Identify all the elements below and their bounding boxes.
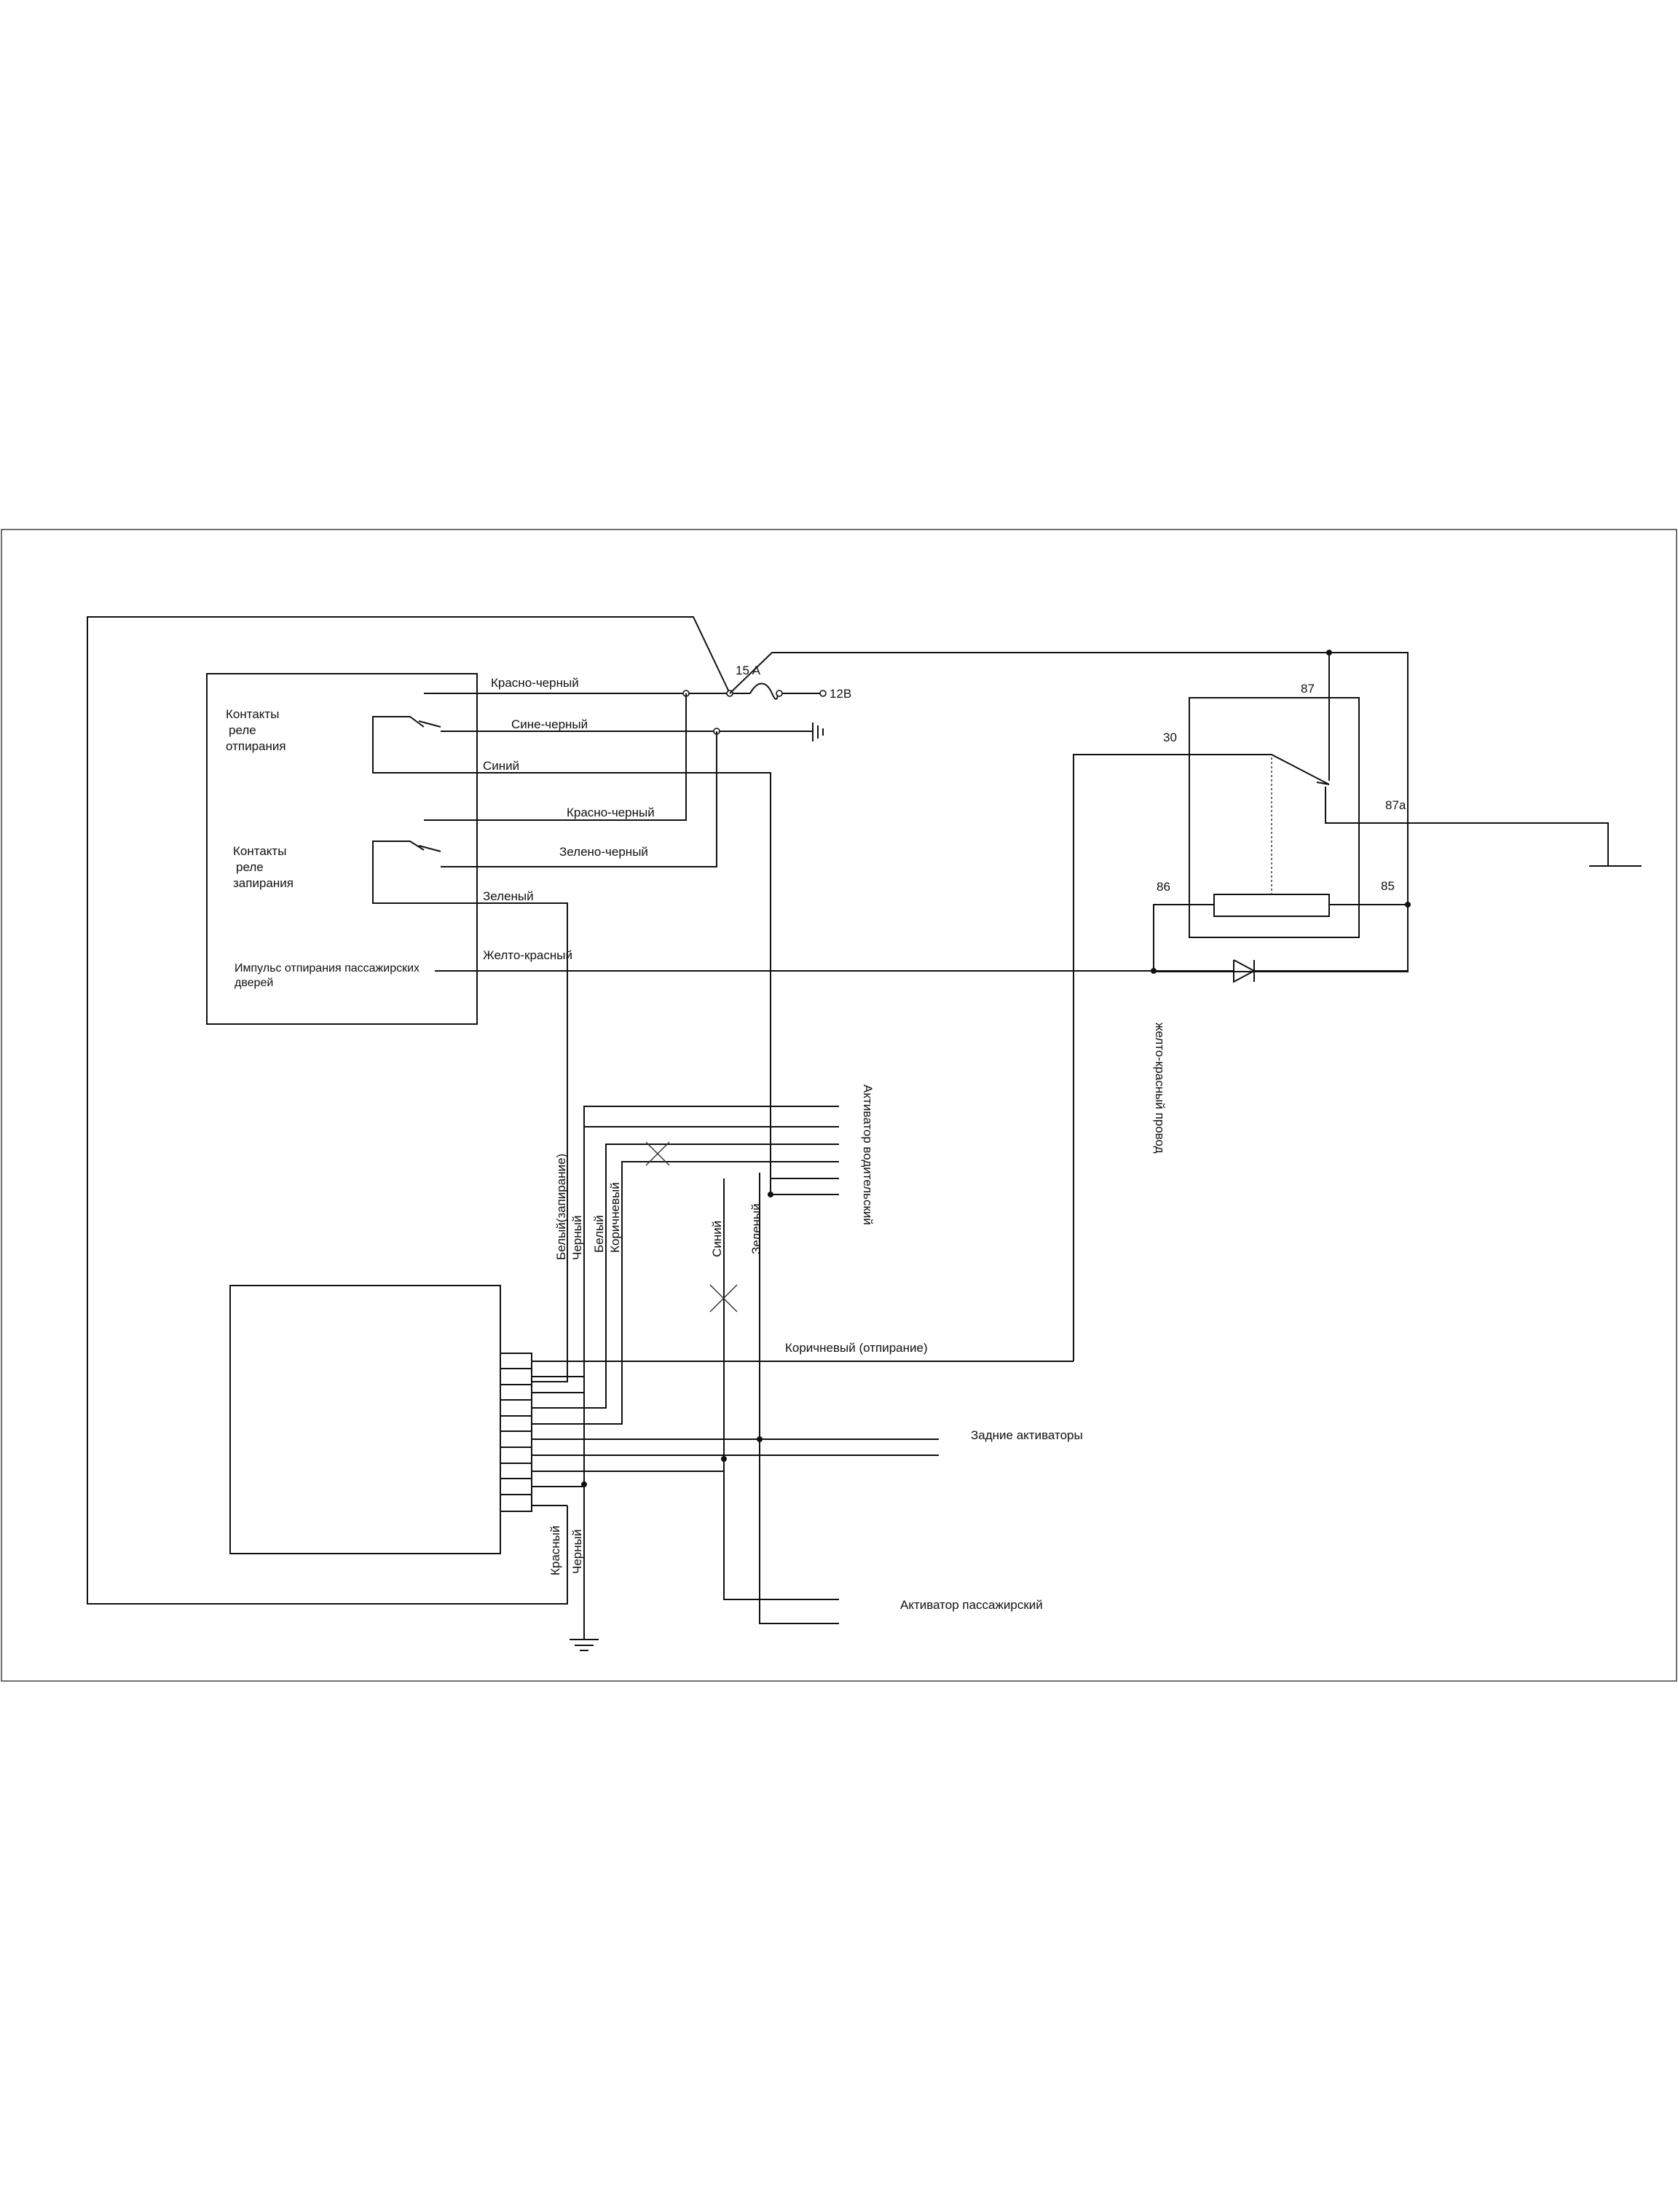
lock-switch-contact — [418, 845, 441, 852]
junction-rear-green — [757, 1436, 763, 1442]
svg-text:запирания: запирания — [233, 876, 294, 890]
label-white-lock: Белый(запирание) — [554, 1154, 568, 1260]
wire-relay-86 — [1153, 904, 1214, 971]
relay-contact-87a — [1316, 782, 1330, 785]
label-green: Зеленый — [483, 889, 534, 903]
relay-box — [1189, 697, 1360, 938]
wire-green-drv — [770, 1173, 839, 1195]
label-white: Белый — [592, 1215, 606, 1253]
label-blue-2: Синий — [710, 1221, 724, 1257]
module-connector — [500, 1353, 532, 1512]
unlock-switch-lead — [372, 716, 771, 1178]
label-red-black-top: Красно-черный — [491, 676, 579, 690]
unlock-contacts-label: Контакты реле отпирания — [226, 707, 286, 753]
impulse-label: Импульс отпирания пассажирских дверей — [235, 962, 420, 989]
svg-text:дверей: дверей — [235, 977, 273, 989]
label-yellow-red: Желто-красный — [483, 948, 572, 962]
svg-text:реле: реле — [229, 723, 256, 737]
svg-text:Контакты: Контакты — [233, 844, 286, 858]
lock-switch-lead — [372, 841, 568, 1382]
wire-relay-87a — [1325, 787, 1609, 866]
label-relay-85: 85 — [1381, 879, 1395, 893]
wire-brown — [532, 1161, 839, 1425]
label-black-1: Черный — [570, 1216, 584, 1260]
wire-blue-2 — [723, 1178, 839, 1600]
label-black-2: Черный — [570, 1530, 584, 1574]
label-rear-actuators: Задние активаторы — [971, 1428, 1083, 1442]
junction-85 — [1405, 902, 1411, 908]
label-12v: 12В — [830, 687, 851, 701]
relay-contacts-box — [206, 673, 478, 1025]
wire-white — [532, 1144, 839, 1409]
lock-contacts-label: Контакты реле запирания — [233, 844, 294, 890]
svg-text:Импульс отпирания пассажирских: Импульс отпирания пассажирских — [235, 962, 420, 975]
wire-relay-30 — [1073, 754, 1330, 1361]
wire-green-2 — [759, 1173, 839, 1624]
wire-green-black — [441, 731, 717, 867]
label-relay-87a: 87a — [1385, 798, 1406, 812]
fuse-terminal — [776, 690, 783, 697]
relay-coil — [1213, 894, 1330, 917]
label-blue-black: Сине-черный — [511, 717, 588, 731]
sheet-frame — [1, 529, 1677, 1682]
label-passenger-actuator: Активатор пассажирский — [900, 1598, 1043, 1612]
label-red: Красный — [548, 1526, 562, 1575]
unlock-switch-contact — [418, 720, 441, 728]
label-relay-87: 87 — [1301, 682, 1315, 696]
label-blue: Синий — [483, 759, 519, 773]
junction-driver-green — [768, 1192, 773, 1197]
diode — [1233, 959, 1256, 983]
svg-text:отпирания: отпирания — [226, 739, 286, 753]
label-relay-30: 30 — [1163, 731, 1177, 744]
x-mark-1b — [645, 1141, 670, 1166]
x-mark-2b — [709, 1284, 738, 1312]
label-brown: Коричневый — [608, 1182, 622, 1253]
label-green-black: Зелено-черный — [559, 845, 648, 859]
label-fuse: 15 A — [736, 664, 761, 677]
terminal-12v — [819, 690, 827, 697]
label-red-black-mid: Красно-черный — [567, 806, 655, 819]
svg-text:реле: реле — [236, 860, 264, 874]
label-driver-actuator: Активатор водительский — [861, 1085, 875, 1225]
fuse-symbol — [749, 682, 779, 700]
svg-text:Контакты: Контакты — [226, 707, 279, 721]
label-relay-86: 86 — [1157, 880, 1170, 894]
junction-rear-blue — [721, 1456, 727, 1462]
label-green-2: Зеленый — [749, 1203, 763, 1254]
label-yellow-red-wire: желто-красный провод — [1153, 1023, 1167, 1154]
main-red-loop — [87, 616, 730, 1605]
wire-red-black-mid — [424, 693, 687, 821]
label-brown-unlock: Коричневый (отпирание) — [785, 1341, 928, 1355]
control-module — [229, 1285, 501, 1554]
